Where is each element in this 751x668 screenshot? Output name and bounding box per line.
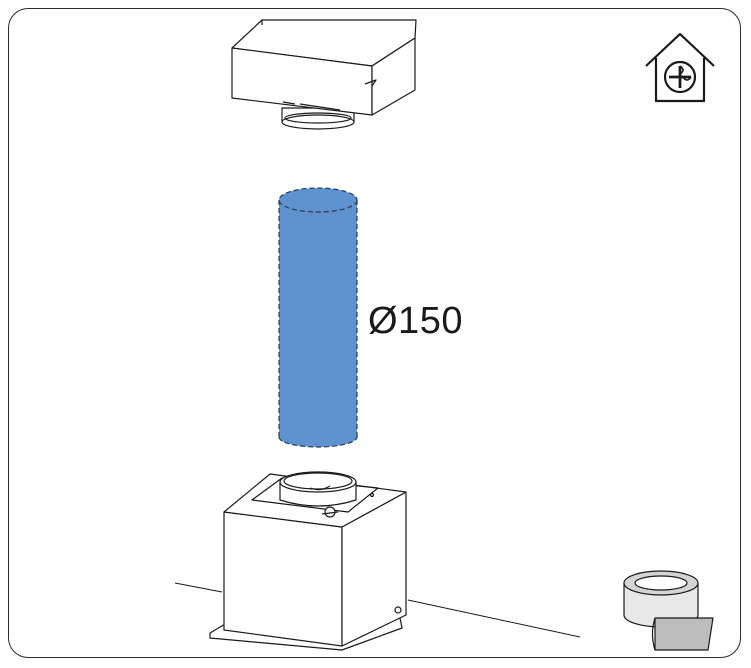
diagram-frame bbox=[8, 8, 741, 658]
hood-body bbox=[209, 471, 407, 651]
adhesive-tape-icon bbox=[623, 570, 714, 651]
house-fan-icon bbox=[645, 32, 715, 103]
floor-lines bbox=[174, 582, 581, 638]
pipe-diameter-label: Ø150 bbox=[368, 300, 463, 342]
flexible-duct-pipe bbox=[278, 187, 358, 448]
top-air-box bbox=[231, 19, 417, 130]
